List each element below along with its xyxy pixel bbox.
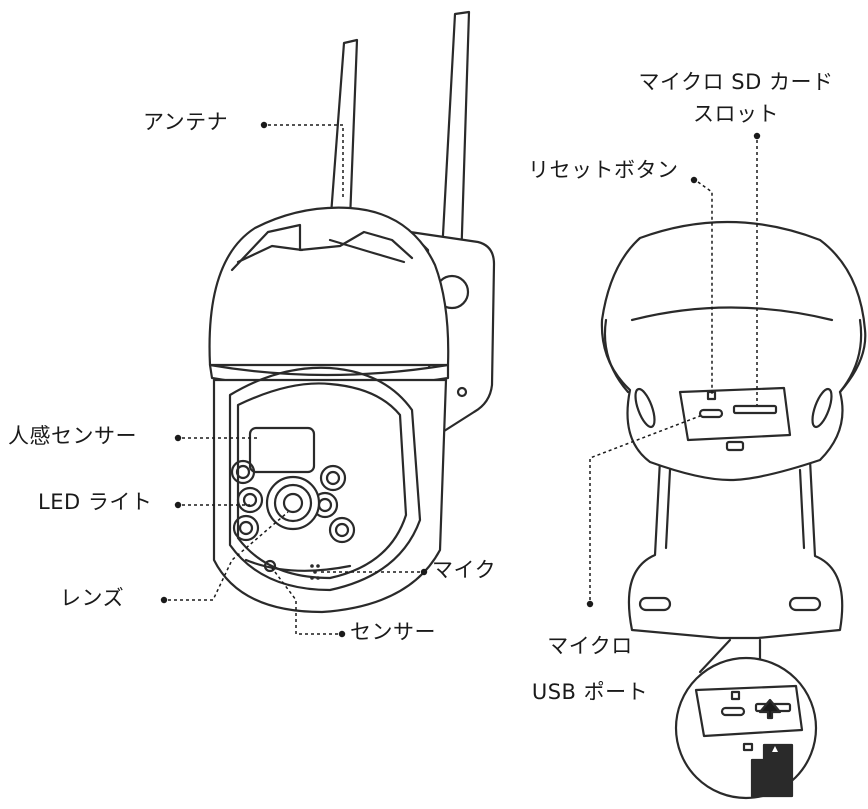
- label-sd-slot-line2: スロット: [693, 102, 779, 126]
- label-antenna: アンテナ: [143, 110, 229, 134]
- sd-card: [750, 743, 794, 798]
- rear-camera: [600, 220, 867, 800]
- label-pir-sensor: 人感センサー: [8, 424, 137, 448]
- front-camera: [208, 10, 496, 614]
- label-sd-slot-line1: マイクロ SD カード: [638, 70, 834, 94]
- label-lens: レンズ: [60, 586, 125, 610]
- antenna-left: [329, 38, 359, 222]
- mic-holes: [310, 564, 320, 580]
- usb-port: [698, 408, 724, 419]
- leader-lines: [168, 124, 758, 635]
- lens: [265, 475, 321, 531]
- label-mic: マイク: [432, 558, 497, 582]
- pir-window: [248, 426, 316, 474]
- inset-magnifier: [674, 638, 818, 800]
- label-usb-line2: USB ポート: [531, 680, 649, 704]
- bottom-sensor: [263, 559, 277, 573]
- label-sensor: センサー: [350, 620, 436, 644]
- sd-slot: [732, 404, 778, 415]
- antenna-right: [438, 10, 471, 298]
- label-usb-line1: マイクロ: [547, 634, 633, 658]
- label-led-light: LED ライト: [38, 490, 153, 514]
- rear-base: [627, 458, 844, 640]
- leader-dots: [160, 121, 761, 638]
- label-reset-button: リセットボタン: [528, 158, 679, 182]
